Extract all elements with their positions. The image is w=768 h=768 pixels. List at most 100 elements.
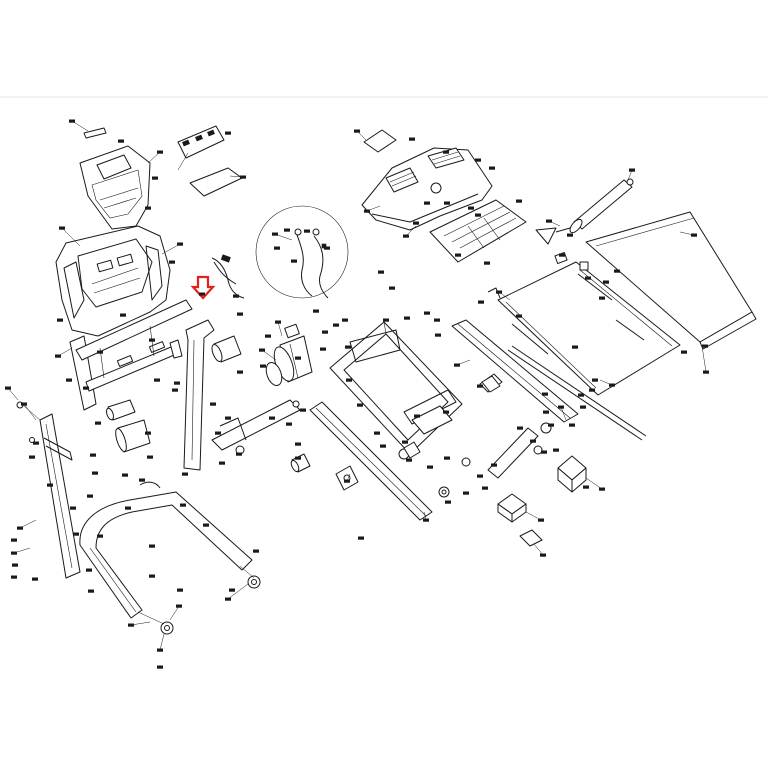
- console-housing: [55, 225, 171, 337]
- part-callout-marker: [354, 129, 360, 133]
- part-callout-marker: [147, 455, 153, 459]
- part-callout-marker: [569, 423, 575, 427]
- part-callout-marker: [583, 485, 589, 489]
- part-callout-marker: [346, 378, 352, 382]
- part-callout-marker: [482, 486, 488, 490]
- part-callout-marker: [703, 370, 709, 374]
- part-callout-marker: [237, 312, 243, 316]
- part-callout-marker: [333, 323, 339, 327]
- part-callout-marker: [358, 536, 364, 540]
- part-callout-marker: [548, 423, 554, 427]
- leader-line: [159, 633, 165, 651]
- part-callout-marker: [237, 370, 243, 374]
- guide-bar-long: [507, 345, 647, 441]
- part-callout-marker: [423, 518, 429, 522]
- part-callout-marker: [320, 347, 326, 351]
- part-callout-marker: [157, 648, 163, 652]
- part-callout-marker: [154, 378, 160, 382]
- part-callout-marker: [300, 408, 306, 412]
- part-callout-marker: [253, 549, 259, 553]
- part-callout-marker: [444, 456, 450, 460]
- part-callout-marker: [274, 246, 280, 250]
- console-keypad-board: [177, 125, 225, 171]
- part-callout-marker: [128, 623, 134, 627]
- part-callout-marker: [475, 158, 481, 162]
- part-callout-marker: [454, 363, 460, 367]
- part-callout-marker: [434, 318, 440, 322]
- part-callout-marker: [120, 313, 126, 317]
- part-callout-marker: [409, 137, 415, 141]
- part-callout-marker: [17, 526, 23, 530]
- part-callout-marker: [445, 500, 451, 504]
- part-callout-marker: [145, 206, 151, 210]
- part-callout-marker: [265, 334, 271, 338]
- part-callout-marker: [542, 392, 548, 396]
- part-callout-marker: [599, 487, 605, 491]
- part-callout-marker: [599, 296, 605, 300]
- part-callouts: [5, 119, 709, 669]
- leader-line: [277, 321, 283, 337]
- part-callout-marker: [291, 259, 297, 263]
- part-callout-marker: [139, 478, 145, 482]
- part-callout-marker: [477, 474, 483, 478]
- part-callout-marker: [389, 286, 395, 290]
- part-callout-marker: [295, 356, 301, 360]
- part-callout-marker: [468, 206, 474, 210]
- leader-line: [61, 227, 81, 247]
- part-callout-marker: [47, 483, 53, 487]
- part-callout-marker: [681, 350, 687, 354]
- upright-tube-a: [106, 399, 136, 421]
- leader-line: [585, 477, 603, 490]
- wheel-assembly-center: [438, 457, 471, 498]
- part-callout-marker: [304, 229, 310, 233]
- part-callout-marker: [259, 348, 265, 352]
- leader-line: [147, 151, 161, 164]
- end-cap-label: [519, 529, 543, 547]
- part-callout-marker: [478, 300, 484, 304]
- part-callout-marker: [260, 364, 266, 368]
- part-callout-marker: [413, 221, 419, 225]
- part-callout-marker: [404, 316, 410, 320]
- part-callout-marker: [12, 563, 18, 567]
- part-callout-marker: [427, 465, 433, 469]
- part-callout-marker: [435, 333, 441, 337]
- part-callout-marker: [357, 403, 363, 407]
- leader-line: [560, 406, 567, 421]
- part-callout-marker: [145, 431, 151, 435]
- part-callout-marker: [702, 344, 708, 348]
- part-callout-marker: [629, 168, 635, 172]
- part-callout-marker: [463, 491, 469, 495]
- leader-line: [7, 387, 19, 401]
- part-callout-marker: [97, 350, 103, 354]
- part-callout-marker: [443, 150, 449, 154]
- leader-line: [169, 605, 180, 621]
- deck-plate: [497, 261, 681, 396]
- part-callout-marker: [284, 228, 290, 232]
- part-callout-marker: [240, 175, 246, 179]
- part-callout-marker: [553, 448, 559, 452]
- part-callout-marker: [444, 201, 450, 205]
- part-callout-marker: [517, 426, 523, 430]
- fan-detail-circle: [255, 205, 349, 299]
- part-callout-marker: [380, 444, 386, 448]
- side-bolt-cluster-left: [16, 401, 41, 443]
- part-callout-marker: [345, 345, 351, 349]
- part-callout-marker: [269, 416, 275, 420]
- part-callout-marker: [174, 381, 180, 385]
- part-callout-marker: [477, 384, 483, 388]
- part-callout-marker: [118, 139, 124, 143]
- part-callout-marker: [149, 338, 155, 342]
- part-callout-marker: [691, 233, 697, 237]
- part-callout-marker: [70, 506, 76, 510]
- part-callout-marker: [225, 597, 231, 601]
- part-callout-marker: [157, 665, 163, 669]
- part-callout-marker: [455, 253, 461, 257]
- part-callout-marker: [475, 213, 481, 217]
- part-callout-marker: [402, 440, 408, 444]
- part-callout-marker: [233, 294, 239, 298]
- part-callout-marker: [295, 456, 301, 460]
- belt-side-guard: [403, 375, 501, 459]
- console-bar-small: [83, 127, 107, 139]
